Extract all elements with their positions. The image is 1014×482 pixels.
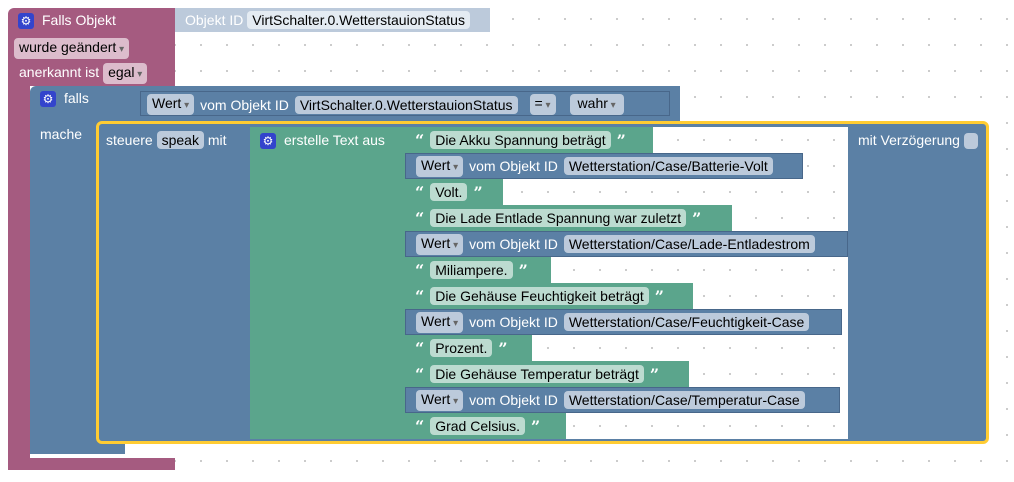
quote-open-icon: “ [415, 260, 425, 280]
text-item[interactable]: “ Die Gehäuse Temperatur beträgt ” [405, 361, 689, 387]
event-title: Falls Objekt [42, 12, 116, 28]
object-value-item[interactable]: Wert vom Objekt ID Wetterstation/Case/Lade… [405, 231, 848, 257]
ack-label: anerkannt ist [19, 64, 100, 80]
if-block-rail [30, 122, 100, 448]
text-item[interactable]: “ Die Akku Spannung beträgt ” [405, 127, 653, 153]
object-value-item[interactable]: Wert vom Objekt ID Wetterstation/Case/Feuc… [405, 309, 842, 335]
target-field[interactable]: speak [156, 131, 204, 149]
of-object-label: vom Objekt ID [469, 236, 558, 252]
text-item[interactable]: “ Miliampere. ” [405, 257, 551, 283]
of-object-label: vom Objekt ID [469, 158, 558, 174]
quote-open-icon: “ [415, 286, 425, 306]
text-join-label: erstelle Text aus [284, 132, 385, 148]
text-field[interactable]: Die Gehäuse Feuchtigkeit beträgt [430, 287, 649, 305]
quote-open-icon: “ [415, 130, 425, 150]
of-object-label: vom Objekt ID [200, 96, 289, 113]
text-field[interactable]: Die Gehäuse Temperatur beträgt [430, 365, 644, 383]
if-label: falls [64, 90, 89, 106]
quote-close-icon: ” [616, 130, 626, 150]
control-label: steuere [106, 132, 153, 148]
of-object-label: vom Objekt ID [469, 392, 558, 408]
gear-icon[interactable]: ⚙ [18, 13, 34, 30]
delay-label: mit Verzögerung [858, 132, 960, 148]
value-type-dropdown[interactable]: Wert [416, 233, 464, 255]
quote-open-icon: “ [415, 364, 425, 384]
gear-icon[interactable]: ⚙ [260, 133, 276, 150]
text-item[interactable]: “ Die Gehäuse Feuchtigkeit beträgt ” [405, 283, 693, 309]
object-id-field[interactable]: VirtSchalter.0.WetterstauionStatus [294, 95, 518, 114]
delay-checkbox[interactable] [963, 133, 978, 150]
value-type-dropdown[interactable]: Wert [416, 311, 464, 333]
gear-icon[interactable]: ⚙ [40, 91, 56, 108]
value-type-dropdown[interactable]: Wert [416, 155, 464, 177]
text-item[interactable]: “ Volt. ” [405, 179, 503, 205]
quote-close-icon: ” [518, 260, 528, 280]
trigger-dropdown[interactable]: wurde geändert [14, 38, 130, 59]
text-field[interactable]: Die Lade Entlade Spannung war zuletzt [430, 209, 687, 227]
quote-close-icon: ” [692, 208, 702, 228]
event-block-rail [8, 86, 30, 470]
text-join-block[interactable] [250, 127, 405, 439]
quote-close-icon: ” [498, 338, 508, 358]
text-item[interactable]: “ Prozent. ” [405, 335, 532, 361]
quote-open-icon: “ [415, 416, 425, 436]
of-object-label: vom Objekt ID [469, 314, 558, 330]
ack-dropdown[interactable]: egal [103, 63, 148, 84]
quote-open-icon: “ [415, 182, 425, 202]
quote-close-icon: ” [649, 364, 660, 384]
object-id-field[interactable]: Wetterstation/Case/Temperatur-Case [563, 391, 805, 409]
text-item[interactable]: “ Grad Celsius. ” [405, 413, 566, 439]
quote-close-icon: ” [473, 182, 483, 202]
quote-open-icon: “ [415, 338, 425, 358]
quote-close-icon: ” [531, 416, 541, 436]
object-id-field[interactable]: Wetterstation/Case/Batterie-Volt [563, 157, 773, 175]
object-id-field[interactable]: Wetterstation/Case/Feuchtigkeit-Case [563, 313, 810, 331]
object-value-item[interactable]: Wert vom Objekt ID Wetterstation/Case/Batt… [405, 153, 803, 179]
object-id-field[interactable]: Wetterstation/Case/Lade-Entladestrom [563, 235, 815, 253]
text-field[interactable]: Grad Celsius. [430, 417, 526, 435]
object-id-field[interactable]: VirtSchalter.0.WetterstauionStatus [247, 11, 470, 29]
with-label: mit [207, 132, 227, 148]
text-field[interactable]: Miliampere. [430, 261, 513, 279]
value-type-dropdown[interactable]: Wert [416, 389, 464, 411]
quote-close-icon: ” [654, 286, 664, 306]
value-type-dropdown[interactable]: Wert [147, 94, 195, 115]
object-value-item[interactable]: Wert vom Objekt ID Wetterstation/Case/Temp… [405, 387, 840, 413]
text-field[interactable]: Die Akku Spannung beträgt [430, 131, 611, 149]
object-id-label: Objekt ID [185, 12, 244, 28]
event-block-bottom [8, 458, 175, 470]
text-item[interactable]: “ Die Lade Entlade Spannung war zuletzt ” [405, 205, 732, 231]
operator-dropdown[interactable]: = [529, 94, 556, 115]
quote-open-icon: “ [415, 208, 425, 228]
text-field[interactable]: Volt. [430, 183, 468, 201]
boolean-dropdown[interactable]: wahr [569, 94, 624, 115]
do-label: mache [40, 126, 83, 142]
text-field[interactable]: Prozent. [430, 339, 493, 357]
